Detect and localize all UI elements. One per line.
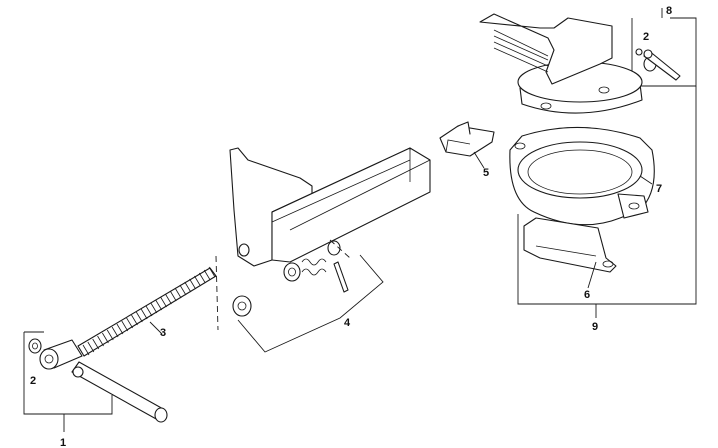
callout-5: 5	[483, 167, 489, 179]
thread-line	[198, 272, 206, 284]
screw-threads	[82, 266, 216, 356]
jaw-insert-part-5	[439, 121, 495, 157]
thread-line	[169, 290, 177, 302]
callout-leaders	[149, 151, 653, 335]
thread-line	[145, 305, 153, 317]
thread-line	[203, 269, 211, 281]
washer-part-2-left	[28, 338, 42, 354]
thread-line	[82, 344, 90, 356]
thread-line	[194, 275, 201, 287]
bolt-part-8	[643, 49, 681, 81]
thread-line	[92, 338, 100, 350]
thread-line	[135, 311, 143, 323]
thread-line	[208, 266, 216, 278]
spring-washer-set	[232, 240, 349, 317]
bracket-group-4	[237, 254, 384, 353]
callout-3: 3	[160, 327, 166, 339]
thread-line	[131, 314, 138, 326]
thread-line	[116, 323, 124, 335]
callout-7: 7	[656, 183, 662, 195]
axis-line-left	[215, 255, 219, 331]
bracket-group-9	[517, 86, 697, 318]
thread-line	[97, 335, 104, 347]
handle-assembly	[39, 339, 168, 423]
lead-screw	[77, 266, 217, 357]
thread-line	[189, 278, 196, 290]
bracket-group-1	[23, 331, 113, 432]
thread-line	[184, 281, 192, 293]
callout-2-right: 2	[643, 31, 649, 43]
thread-line	[174, 287, 182, 299]
bracket-group-8	[631, 8, 697, 87]
thread-line	[126, 317, 133, 329]
thread-line	[179, 284, 187, 296]
clamp-plate-part-6	[523, 217, 617, 273]
swivel-base-part-7	[509, 126, 655, 226]
callout-8: 8	[666, 5, 672, 17]
nut-part-2-right	[635, 48, 643, 56]
thread-line	[140, 308, 148, 320]
thread-line	[106, 329, 114, 341]
thread-line	[121, 320, 129, 332]
callout-4: 4	[344, 317, 351, 329]
thread-line	[160, 296, 167, 308]
axis-line-center	[329, 239, 351, 259]
thread-line	[165, 293, 172, 305]
callout-1: 1	[60, 437, 66, 448]
sliding-jaw-body	[229, 147, 431, 267]
callout-6: 6	[584, 289, 590, 301]
thread-line	[111, 326, 119, 338]
thread-line	[155, 299, 163, 311]
callout-2-left: 2	[30, 375, 36, 387]
thread-line	[102, 332, 109, 344]
callout-9: 9	[592, 321, 598, 333]
thread-line	[87, 341, 95, 353]
thread-line	[150, 302, 158, 314]
front-jaw	[479, 13, 643, 114]
